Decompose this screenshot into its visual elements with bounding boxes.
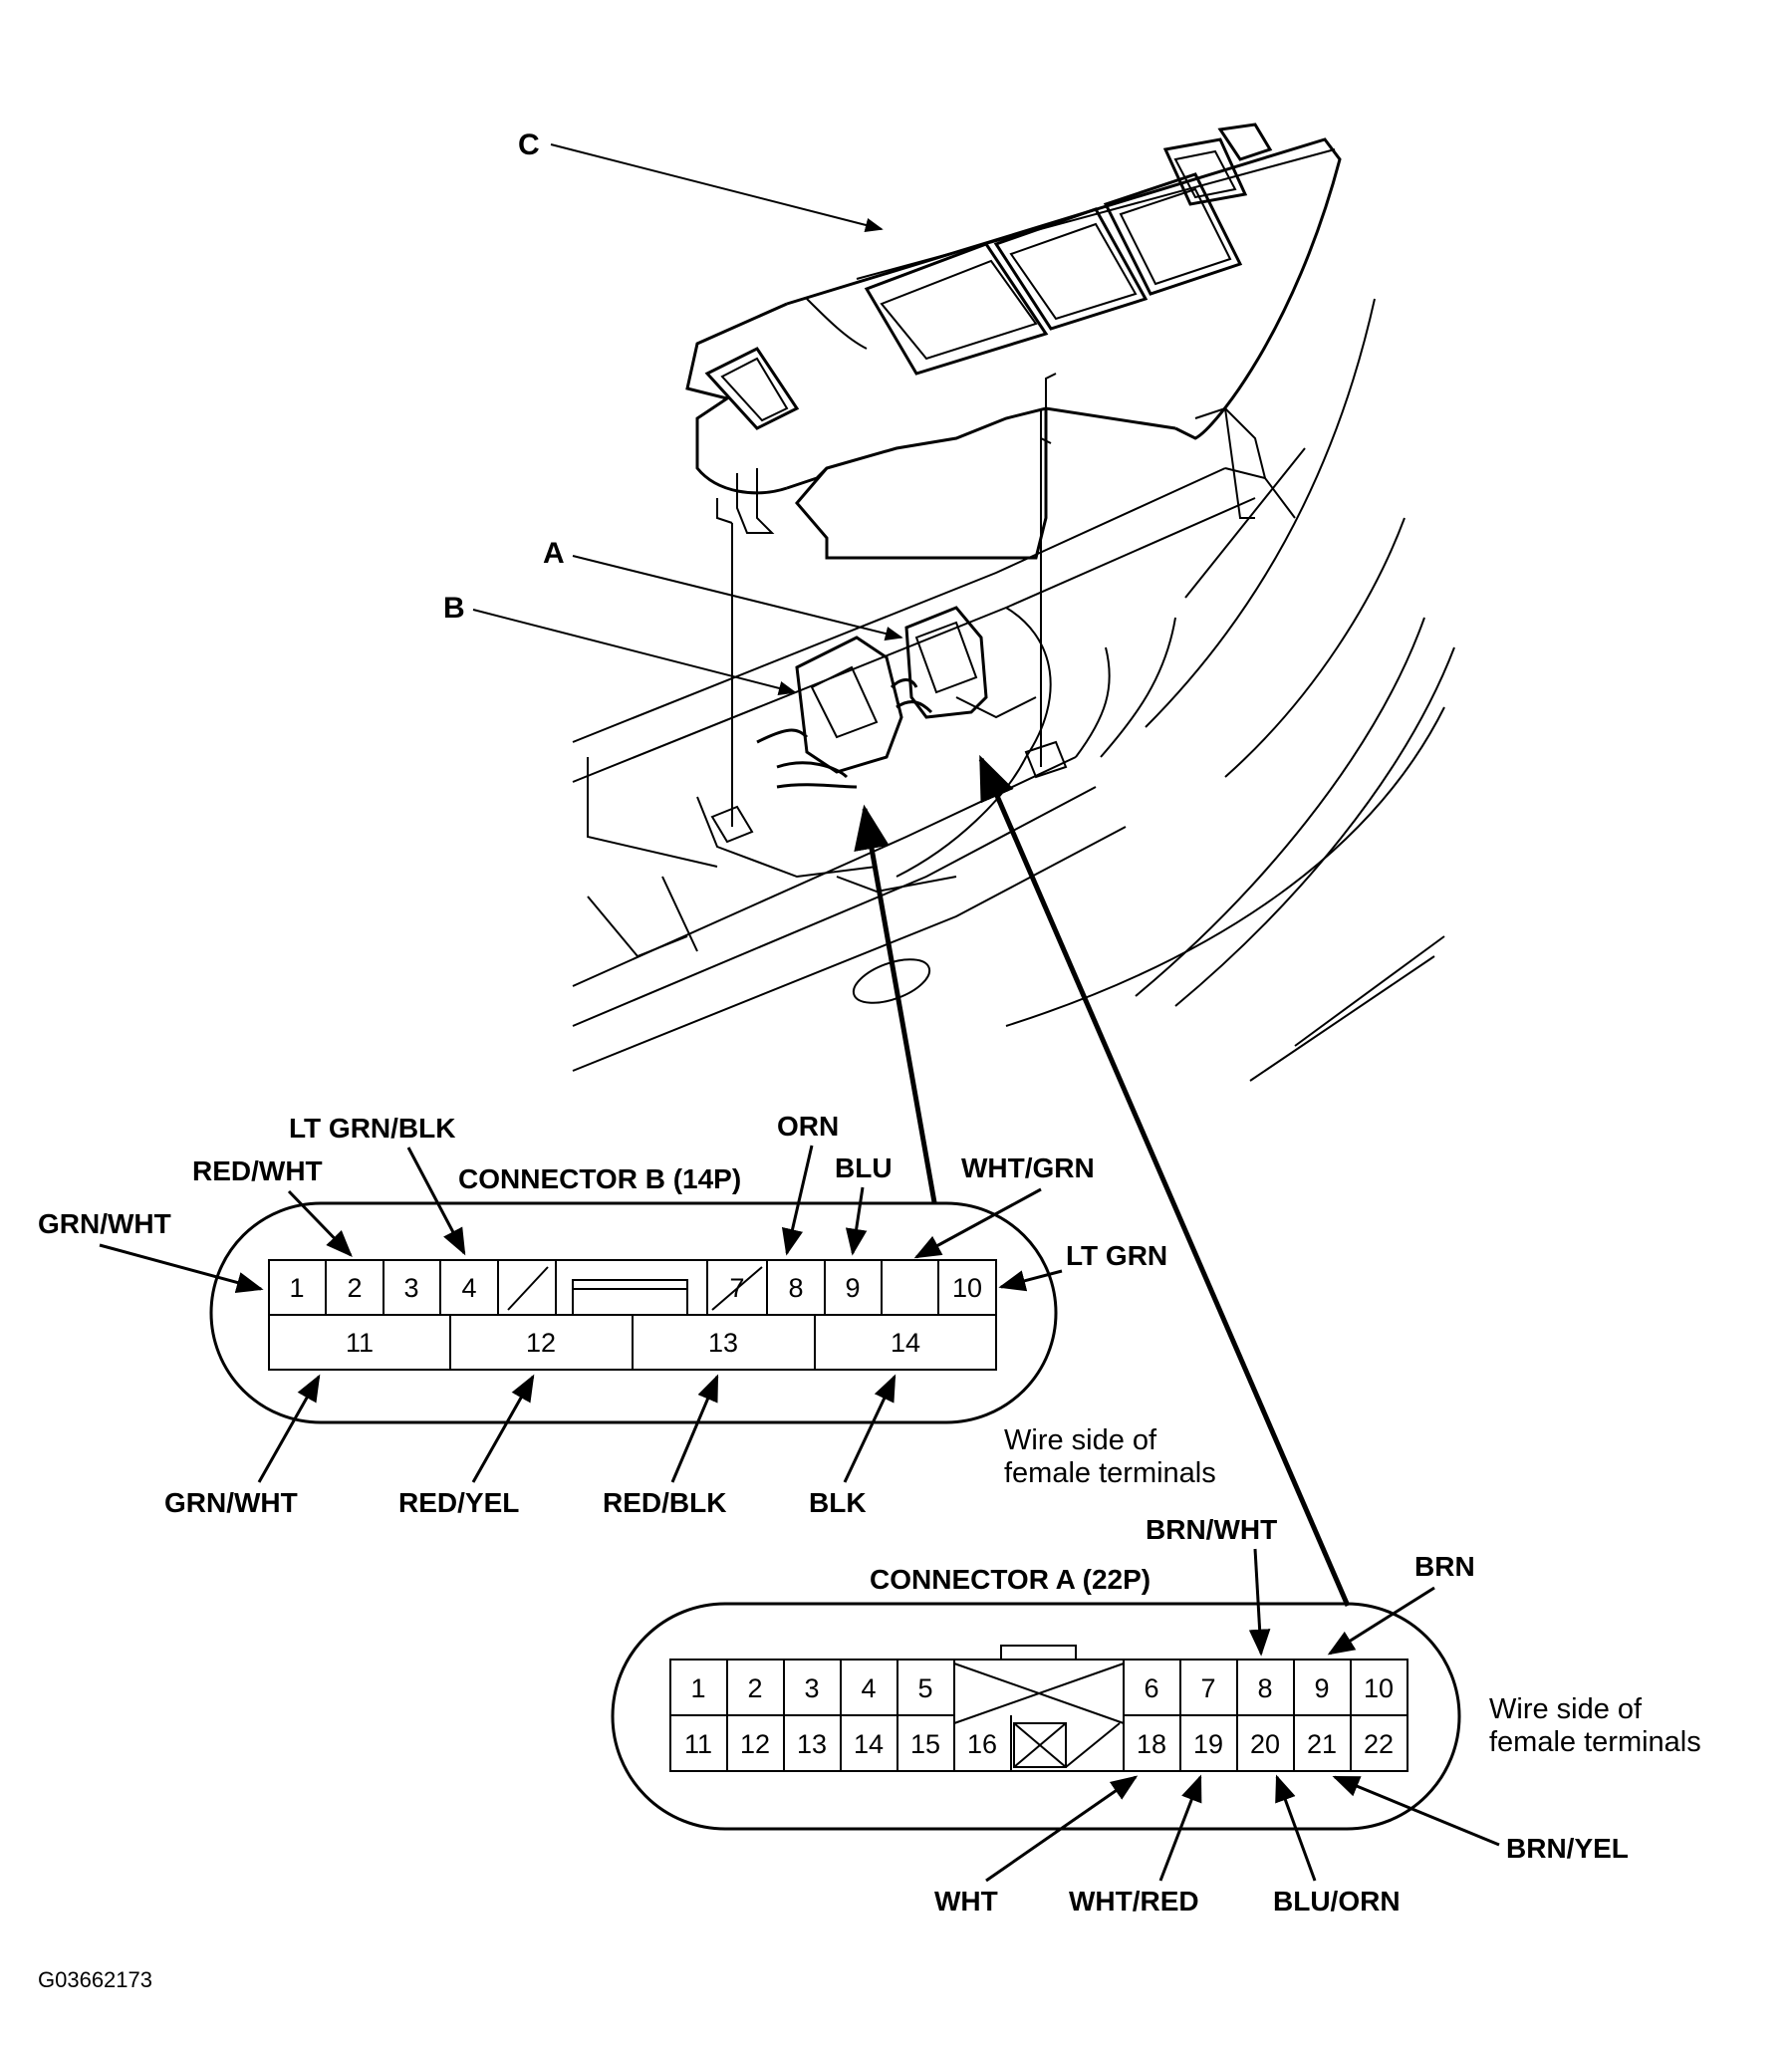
a-pin-3: 3 (804, 1673, 819, 1703)
a-pin-10: 10 (1364, 1673, 1394, 1703)
b-wire-13: RED/BLK (603, 1487, 726, 1518)
connector-a-latch (1000, 1645, 1077, 1660)
leader-connector-a (978, 754, 1351, 1607)
callout-c-label: C (518, 128, 540, 161)
a-pin-16: 16 (967, 1729, 997, 1759)
b-note-line1: Wire side of (1004, 1424, 1157, 1456)
a-pin-18: 18 (1137, 1729, 1166, 1759)
a-wire-19: WHT/RED (1069, 1886, 1199, 1917)
a-pin-5: 5 (917, 1673, 932, 1703)
a-pin-13: 13 (797, 1729, 827, 1759)
b-pin-7: 7 (729, 1273, 744, 1303)
a-wire-18: WHT (934, 1886, 998, 1917)
connector-b-diagram: CONNECTOR B (14P) 1 (38, 1111, 1216, 1518)
a-note-line2: female terminals (1489, 1726, 1701, 1758)
b-note-line2: female terminals (1004, 1457, 1216, 1489)
connector-b-title: CONNECTOR B (14P) (458, 1163, 741, 1194)
a-wire-9: BRN (1414, 1551, 1475, 1582)
b-pin-3: 3 (403, 1273, 418, 1303)
a-wire-20: BLU/ORN (1273, 1886, 1401, 1917)
connector-a-body (890, 606, 988, 719)
callout-b: B (443, 592, 797, 695)
mount-hole-right (1024, 740, 1068, 779)
connector-a-diagram: CONNECTOR A (22P) 1 2 (611, 1514, 1701, 1917)
leader-connector-b (854, 804, 937, 1203)
mount-hole-left (710, 805, 754, 844)
a-pin-12: 12 (740, 1729, 770, 1759)
console-lines (572, 298, 1455, 1082)
figure-code: G03662173 (38, 1967, 152, 1992)
a-pin-8: 8 (1257, 1673, 1272, 1703)
b-wire-9: WHT/GRN (961, 1152, 1095, 1183)
b-pin-8: 8 (788, 1273, 803, 1303)
callout-b-label: B (443, 592, 465, 625)
a-pin-4: 4 (861, 1673, 876, 1703)
a-pin-21: 21 (1307, 1729, 1337, 1759)
b-pin-2: 2 (347, 1273, 362, 1303)
a-wire-21: BRN/YEL (1506, 1833, 1629, 1864)
b-wire-10: LT GRN (1066, 1240, 1167, 1271)
a-pin-14: 14 (854, 1729, 884, 1759)
a-pin-2: 2 (747, 1673, 762, 1703)
b-pin-4: 4 (461, 1273, 476, 1303)
a-pin-15: 15 (910, 1729, 940, 1759)
a-pin-19: 19 (1193, 1729, 1223, 1759)
b-wire-7: ORN (777, 1111, 839, 1142)
b-pin-1: 1 (289, 1273, 304, 1303)
a-pin-1: 1 (690, 1673, 705, 1703)
a-pin-22: 22 (1364, 1729, 1394, 1759)
connector-b-latch (572, 1279, 688, 1316)
connector-b-body (756, 636, 903, 789)
b-pin-9: 9 (845, 1273, 860, 1303)
master-switch (685, 123, 1342, 560)
b-pin-14: 14 (891, 1328, 920, 1358)
connector-b-outline (209, 1201, 1058, 1424)
callout-c: C (518, 128, 884, 232)
a-note-line1: Wire side of (1489, 1693, 1643, 1725)
a-pin-9: 9 (1314, 1673, 1329, 1703)
b-wire-12: RED/YEL (398, 1487, 519, 1518)
connector-a-title: CONNECTOR A (22P) (870, 1564, 1151, 1595)
a-pin-11: 11 (684, 1729, 712, 1759)
a-pin-20: 20 (1250, 1729, 1280, 1759)
callout-a-label: A (543, 537, 565, 570)
b-pin-11: 11 (346, 1328, 374, 1358)
switch-illustration (572, 123, 1455, 1082)
a-pin-7: 7 (1200, 1673, 1215, 1703)
b-pin-13: 13 (708, 1328, 738, 1358)
connector-a-outline (611, 1602, 1461, 1831)
b-wire-8: BLU (835, 1152, 893, 1183)
b-wire-1: GRN/WHT (38, 1208, 171, 1239)
b-pin-10: 10 (952, 1273, 982, 1303)
b-wire-4: LT GRN/BLK (289, 1113, 455, 1144)
b-wire-2: RED/WHT (192, 1155, 323, 1186)
callout-a: A (543, 537, 903, 641)
a-wire-8: BRN/WHT (1146, 1514, 1277, 1545)
b-wire-14: BLK (809, 1487, 867, 1518)
b-wire-11: GRN/WHT (164, 1487, 298, 1518)
a-pin-6: 6 (1144, 1673, 1158, 1703)
b-pin-12: 12 (526, 1328, 556, 1358)
